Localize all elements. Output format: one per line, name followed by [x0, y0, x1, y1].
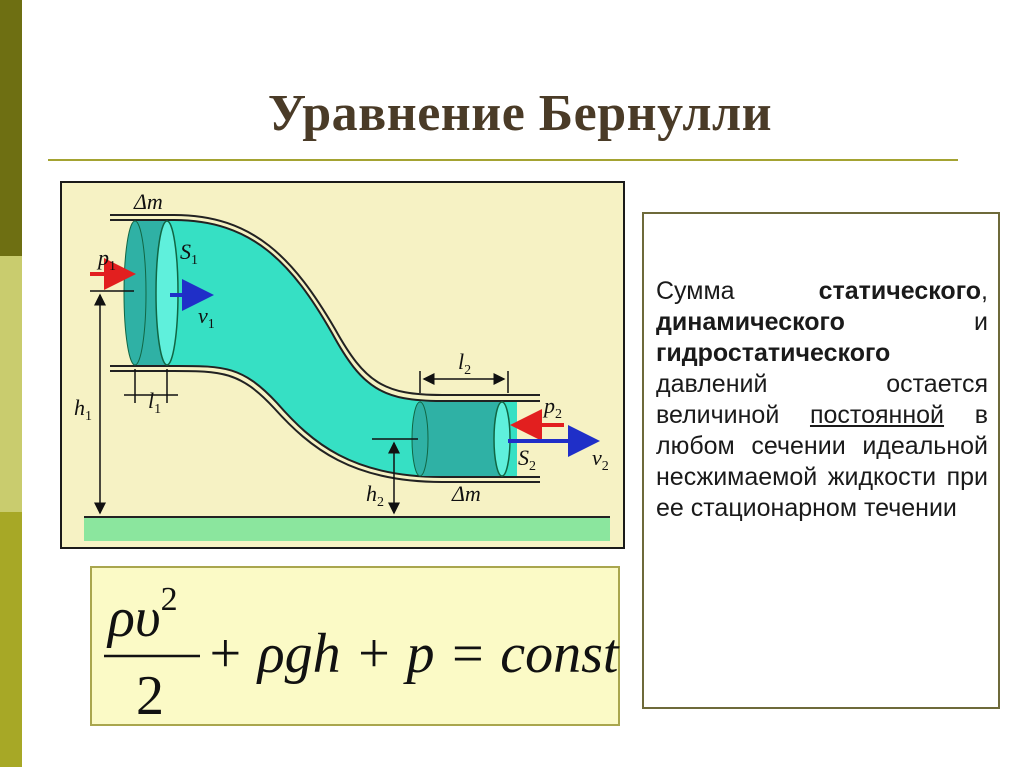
desc-dynamic: динамического: [656, 308, 845, 336]
formula-rest: + ρgh + p = const: [206, 623, 620, 685]
formula-numerator: ρυ2: [106, 581, 178, 649]
label-l2: l2: [458, 349, 471, 378]
label-dm-bottom: Δm: [451, 481, 481, 506]
label-p2: p2: [542, 393, 562, 422]
pipe-wall-top: [110, 214, 540, 396]
label-v1: v1: [198, 303, 215, 332]
desc-static: статического: [818, 277, 982, 305]
bernoulli-diagram: Δm p1 S1 v1 l1 h1 l2 p2 S2 v2 h2 Δm: [60, 181, 625, 549]
description-text: Сумма статического, динамического и гидр…: [656, 276, 988, 524]
side-bar-segment-bottom: [0, 512, 22, 767]
desc-part: ,: [981, 277, 988, 305]
pipe-illustration: Δm p1 S1 v1 l1 h1 l2 p2 S2 v2 h2 Δm: [74, 189, 610, 541]
desc-part: и: [844, 308, 988, 336]
cylinder-right: [420, 402, 502, 476]
desc-part: в любом сечении идеальной несжимаемой жи…: [656, 401, 988, 522]
label-dm-top: Δm: [133, 189, 163, 214]
desc-part: давлений остается величиной: [656, 370, 988, 429]
bernoulli-formula: ρυ2 2 + ρgh + p = const: [90, 566, 620, 727]
side-bar-segment-middle: [0, 256, 22, 512]
description-box: Сумма статического, динамического и гидр…: [642, 212, 1000, 709]
slide-title: Уравнение Бернулли: [267, 85, 773, 142]
label-s2: S2: [518, 445, 536, 474]
desc-constant: постоянной: [809, 401, 945, 429]
desc-part: Сумма: [656, 277, 819, 305]
label-p1: p1: [96, 245, 116, 274]
formula-render: ρυ2 2 + ρgh + p = const: [104, 581, 620, 727]
cylinder-left-face-back: [123, 220, 147, 366]
label-h2: h2: [366, 481, 384, 510]
label-h1: h1: [74, 395, 92, 424]
side-decor-bar: [0, 0, 22, 767]
ground: [84, 517, 610, 541]
label-l1: l1: [148, 388, 161, 417]
formula-denominator: 2: [136, 665, 164, 727]
label-v2: v2: [592, 445, 609, 474]
pipe-wall-top-inner: [110, 219, 540, 402]
label-s1: S1: [180, 239, 198, 268]
cylinder-right-face: [493, 401, 511, 477]
side-bar-segment-top: [0, 0, 22, 256]
title-divider: [48, 159, 958, 161]
desc-hydrostatic: гидростатического: [656, 339, 891, 367]
